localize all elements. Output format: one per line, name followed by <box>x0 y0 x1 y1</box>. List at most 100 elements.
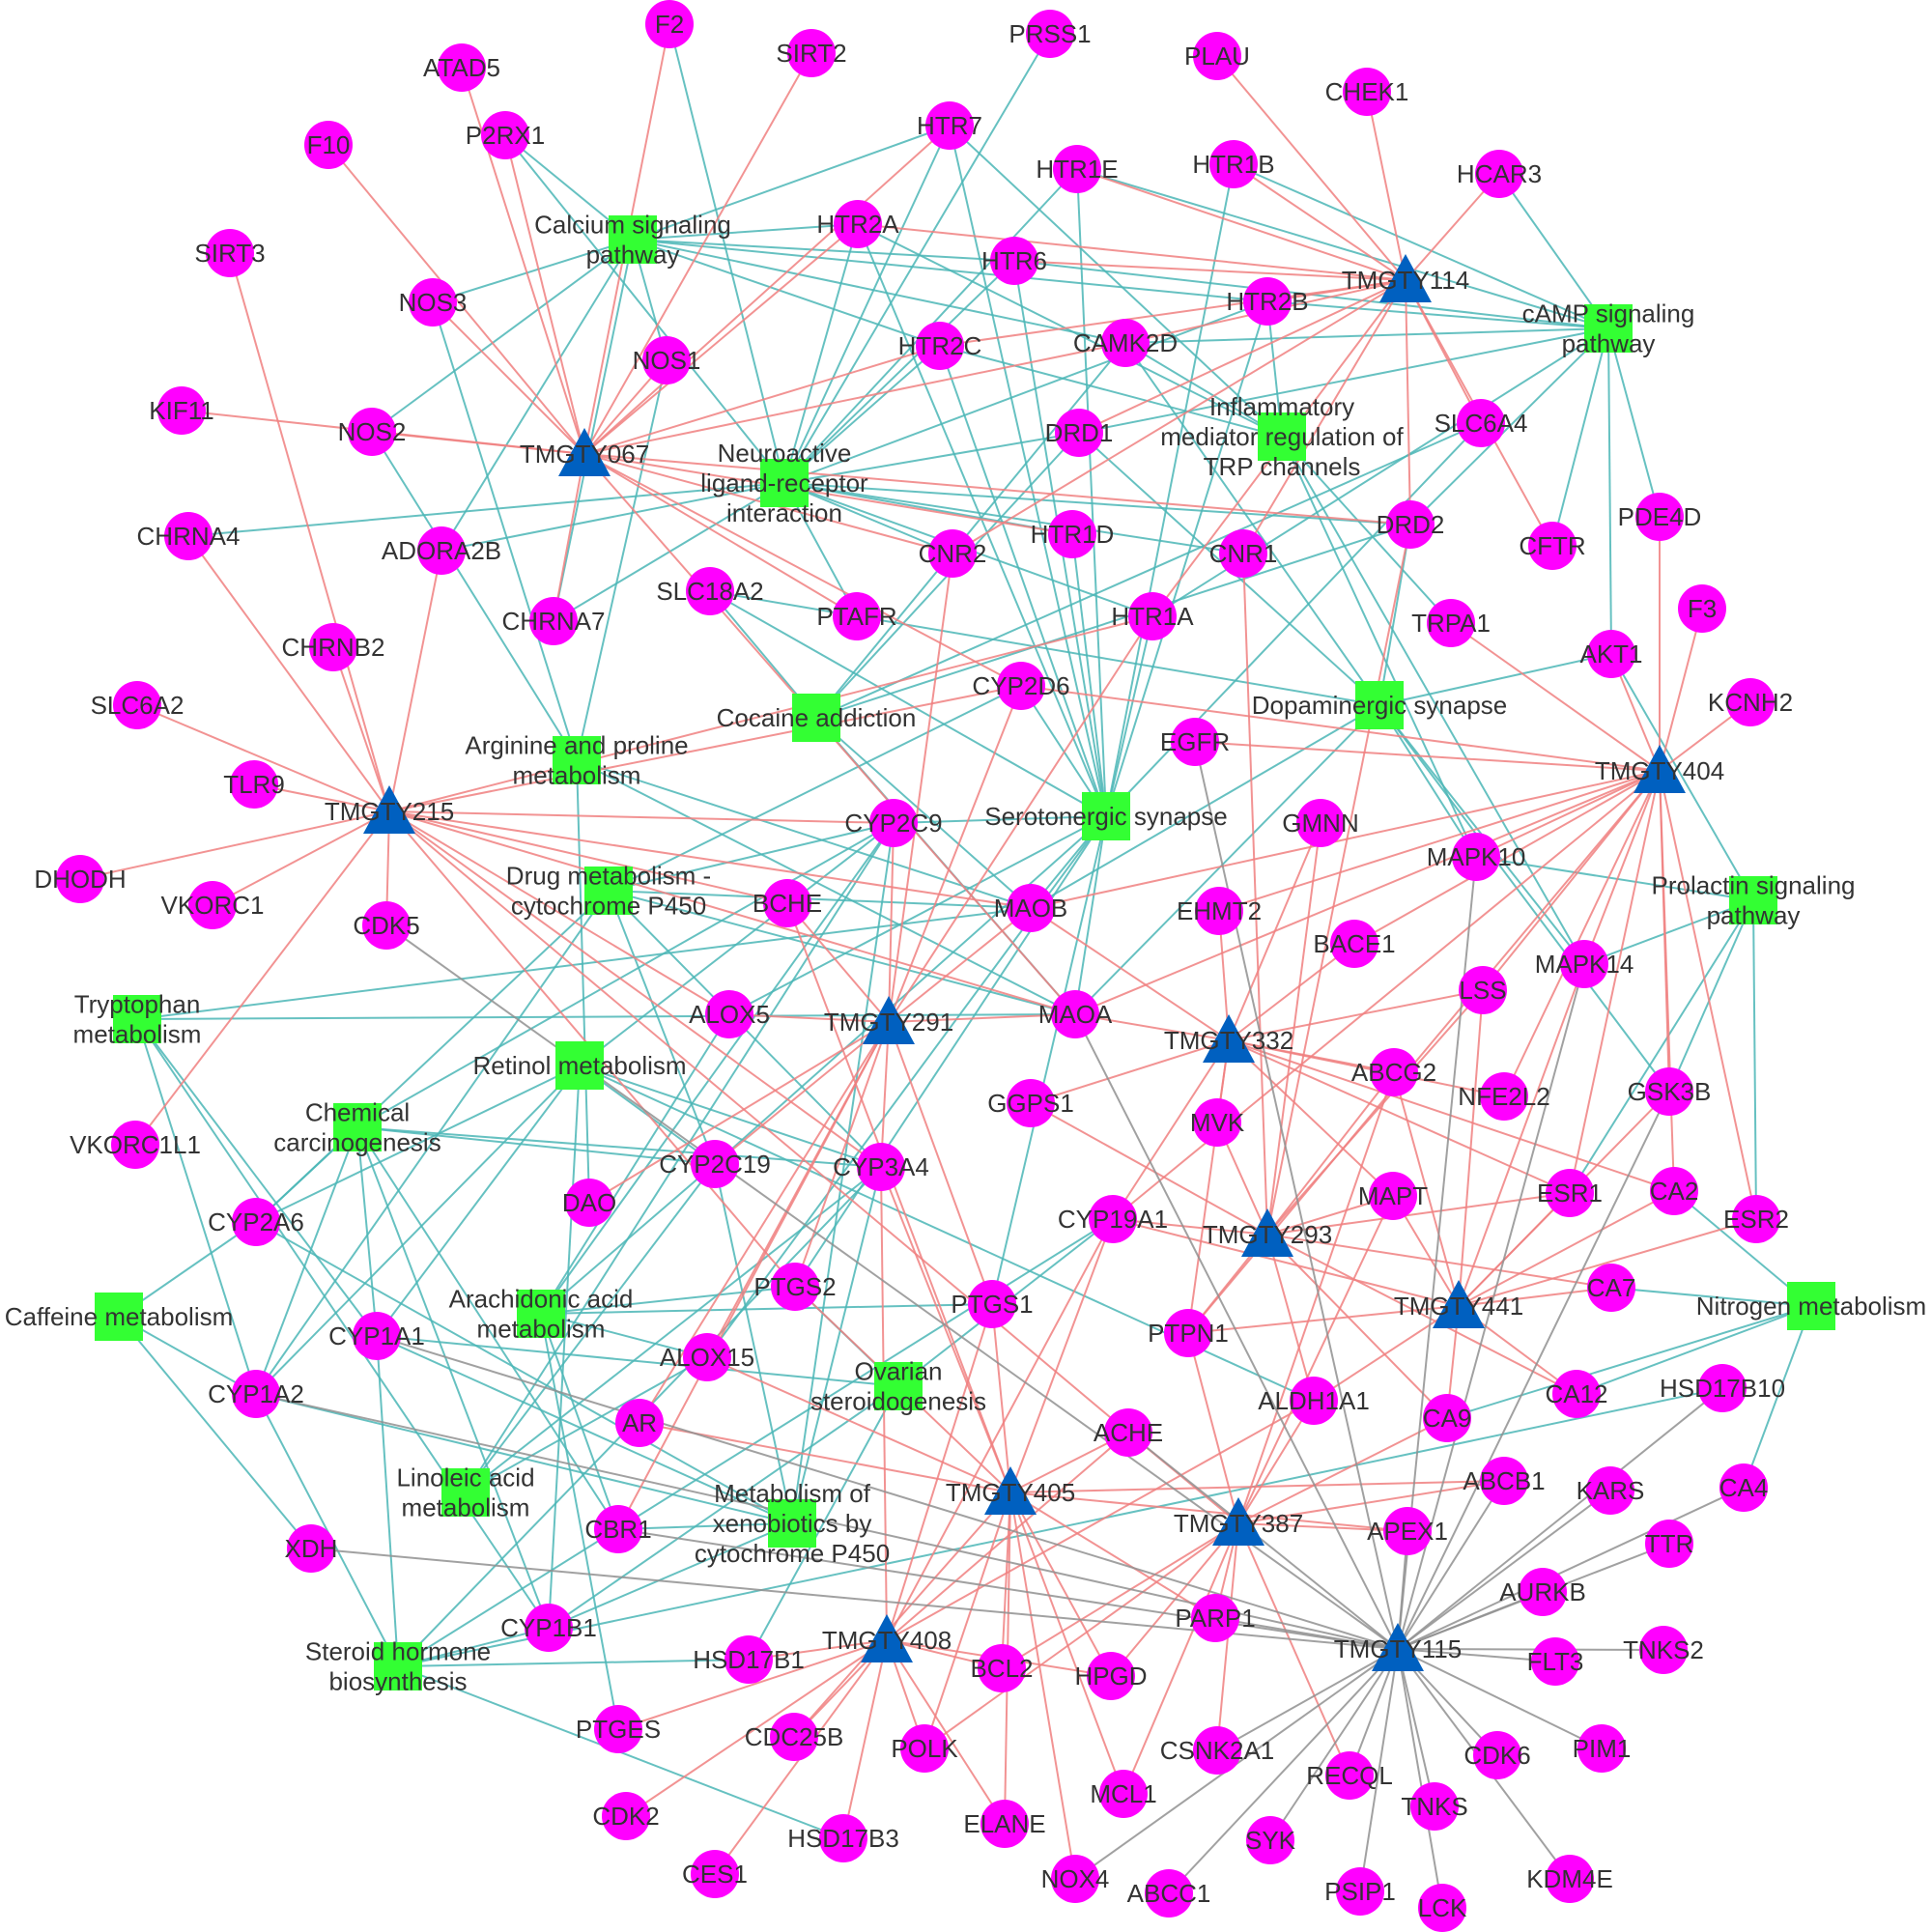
target-node-vkorc1[interactable] <box>188 881 237 929</box>
target-node-flt3[interactable] <box>1531 1637 1579 1686</box>
target-node-ca12[interactable] <box>1552 1370 1601 1418</box>
compound-node-tmgty114[interactable] <box>1379 254 1432 302</box>
target-node-egfr[interactable] <box>1171 718 1219 766</box>
target-node-f2[interactable] <box>645 0 694 48</box>
pathway-node-serotonergic-synapse[interactable] <box>1082 792 1130 840</box>
target-node-csnk2a1[interactable] <box>1193 1726 1241 1775</box>
target-node-maob[interactable] <box>1007 884 1055 932</box>
target-node-ptgs2[interactable] <box>771 1263 819 1311</box>
target-node-abcc1[interactable] <box>1145 1869 1193 1918</box>
target-node-kdm4e[interactable] <box>1546 1855 1594 1903</box>
target-node-dhodh[interactable] <box>56 855 104 903</box>
target-node-ggps1[interactable] <box>1007 1079 1055 1127</box>
target-node-bcl2[interactable] <box>978 1644 1026 1692</box>
compound-node-tmgty387[interactable] <box>1212 1497 1264 1546</box>
target-node-f3[interactable] <box>1678 584 1726 633</box>
target-node-nos3[interactable] <box>409 278 457 327</box>
target-node-dao[interactable] <box>565 1179 613 1227</box>
target-node-pde4d[interactable] <box>1635 493 1684 541</box>
target-node-chrna7[interactable] <box>529 597 578 645</box>
target-node-mapk14[interactable] <box>1560 940 1608 988</box>
target-node-lck[interactable] <box>1418 1884 1466 1932</box>
target-node-htr1a[interactable] <box>1128 592 1177 640</box>
target-node-tnks[interactable] <box>1410 1782 1459 1831</box>
pathway-node-caffeine-metabolism[interactable] <box>95 1293 143 1341</box>
target-node-cftr[interactable] <box>1528 522 1577 570</box>
compound-node-tmgty404[interactable] <box>1634 745 1686 793</box>
target-node-htr2c[interactable] <box>916 322 964 370</box>
pathway-node-arginine-and-proline-metabolism[interactable] <box>553 736 601 784</box>
target-node-recql[interactable] <box>1325 1751 1374 1800</box>
target-node-slc18a2[interactable] <box>686 567 734 615</box>
target-node-slc6a4[interactable] <box>1457 399 1505 447</box>
target-node-ca7[interactable] <box>1587 1264 1635 1312</box>
compound-node-tmgty441[interactable] <box>1433 1280 1485 1328</box>
target-node-nos2[interactable] <box>348 408 396 456</box>
pathway-node-retinol-metabolism[interactable] <box>555 1041 604 1090</box>
pathway-node-arachidonic-acid-metabolism[interactable] <box>517 1290 565 1338</box>
compound-node-tmgty067[interactable] <box>558 428 611 476</box>
target-node-drd1[interactable] <box>1055 409 1103 457</box>
target-node-ptgs1[interactable] <box>968 1280 1016 1328</box>
pathway-node-ovarian-steroidogenesis[interactable] <box>874 1362 923 1410</box>
target-node-cyp2c19[interactable] <box>691 1140 739 1188</box>
pathway-node-chemical-carcinogenesis[interactable] <box>333 1103 382 1151</box>
target-node-mcl1[interactable] <box>1099 1770 1148 1818</box>
target-node-hsd17b3[interactable] <box>819 1814 867 1862</box>
target-node-chek1[interactable] <box>1343 68 1391 116</box>
target-node-htr6[interactable] <box>990 237 1038 285</box>
pathway-node-steroid-hormone-biosynthesis[interactable] <box>374 1642 422 1690</box>
target-node-ptpn1[interactable] <box>1164 1309 1212 1357</box>
pathway-node-inflammatory-mediator-regulation-of-trp-channels[interactable] <box>1258 412 1306 461</box>
target-node-cdc25b[interactable] <box>770 1713 818 1761</box>
target-node-slc6a2[interactable] <box>113 681 161 729</box>
target-node-htr1b[interactable] <box>1209 140 1258 188</box>
target-node-mapt[interactable] <box>1369 1172 1417 1220</box>
pathway-node-metabolism-of-xenobiotics-by-cytochrome-p450[interactable] <box>768 1499 816 1548</box>
target-node-adora2b[interactable] <box>417 526 466 575</box>
target-node-sirt3[interactable] <box>206 229 254 277</box>
target-node-ar[interactable] <box>615 1399 664 1447</box>
target-node-hsd17b10[interactable] <box>1698 1364 1747 1412</box>
target-node-kcnh2[interactable] <box>1726 678 1775 726</box>
target-node-apex1[interactable] <box>1383 1507 1432 1555</box>
target-node-htr2b[interactable] <box>1243 277 1292 326</box>
compound-node-tmgty215[interactable] <box>363 785 415 834</box>
target-node-chrna4[interactable] <box>164 512 213 560</box>
pathway-node-tryptophan-metabolism[interactable] <box>113 995 161 1043</box>
target-node-tlr9[interactable] <box>230 760 278 809</box>
compound-node-tmgty115[interactable] <box>1372 1623 1424 1671</box>
target-node-atad5[interactable] <box>438 43 486 92</box>
pathway-node-camp-signaling-pathway[interactable] <box>1584 304 1633 353</box>
target-node-htr2a[interactable] <box>834 200 882 248</box>
target-node-ache[interactable] <box>1104 1408 1152 1457</box>
target-node-abcb1[interactable] <box>1480 1457 1528 1505</box>
target-node-ehmt2[interactable] <box>1195 887 1243 935</box>
target-node-aldh1a1[interactable] <box>1290 1377 1338 1425</box>
target-node-htr1d[interactable] <box>1048 510 1096 558</box>
pathway-node-drug-metabolism-cytochrome-p450[interactable] <box>584 867 633 915</box>
target-node-ces1[interactable] <box>691 1850 739 1898</box>
target-node-cyp1b1[interactable] <box>525 1604 573 1652</box>
target-node-cyp2d6[interactable] <box>997 662 1045 710</box>
pathway-node-linoleic-acid-metabolism[interactable] <box>441 1468 490 1517</box>
target-node-mapk10[interactable] <box>1452 833 1500 881</box>
target-node-akt1[interactable] <box>1587 630 1635 678</box>
target-node-htr7[interactable] <box>925 101 974 150</box>
compound-node-tmgty332[interactable] <box>1203 1014 1255 1063</box>
target-node-esr2[interactable] <box>1732 1195 1780 1243</box>
target-node-abcg2[interactable] <box>1370 1048 1418 1096</box>
target-node-ptafr[interactable] <box>833 592 881 640</box>
target-node-cyp2c9[interactable] <box>869 799 918 847</box>
target-node-p2rx1[interactable] <box>481 111 529 159</box>
target-node-camk2d[interactable] <box>1101 319 1150 367</box>
target-node-ttr[interactable] <box>1645 1520 1693 1568</box>
target-node-xdh[interactable] <box>287 1524 335 1573</box>
target-node-cdk5[interactable] <box>362 901 411 950</box>
target-node-f10[interactable] <box>304 121 353 169</box>
target-node-syk[interactable] <box>1246 1816 1294 1864</box>
target-node-mvk[interactable] <box>1193 1098 1241 1147</box>
target-node-bche[interactable] <box>763 879 811 927</box>
target-node-cyp1a2[interactable] <box>232 1370 280 1418</box>
target-node-cnr1[interactable] <box>1219 529 1267 578</box>
